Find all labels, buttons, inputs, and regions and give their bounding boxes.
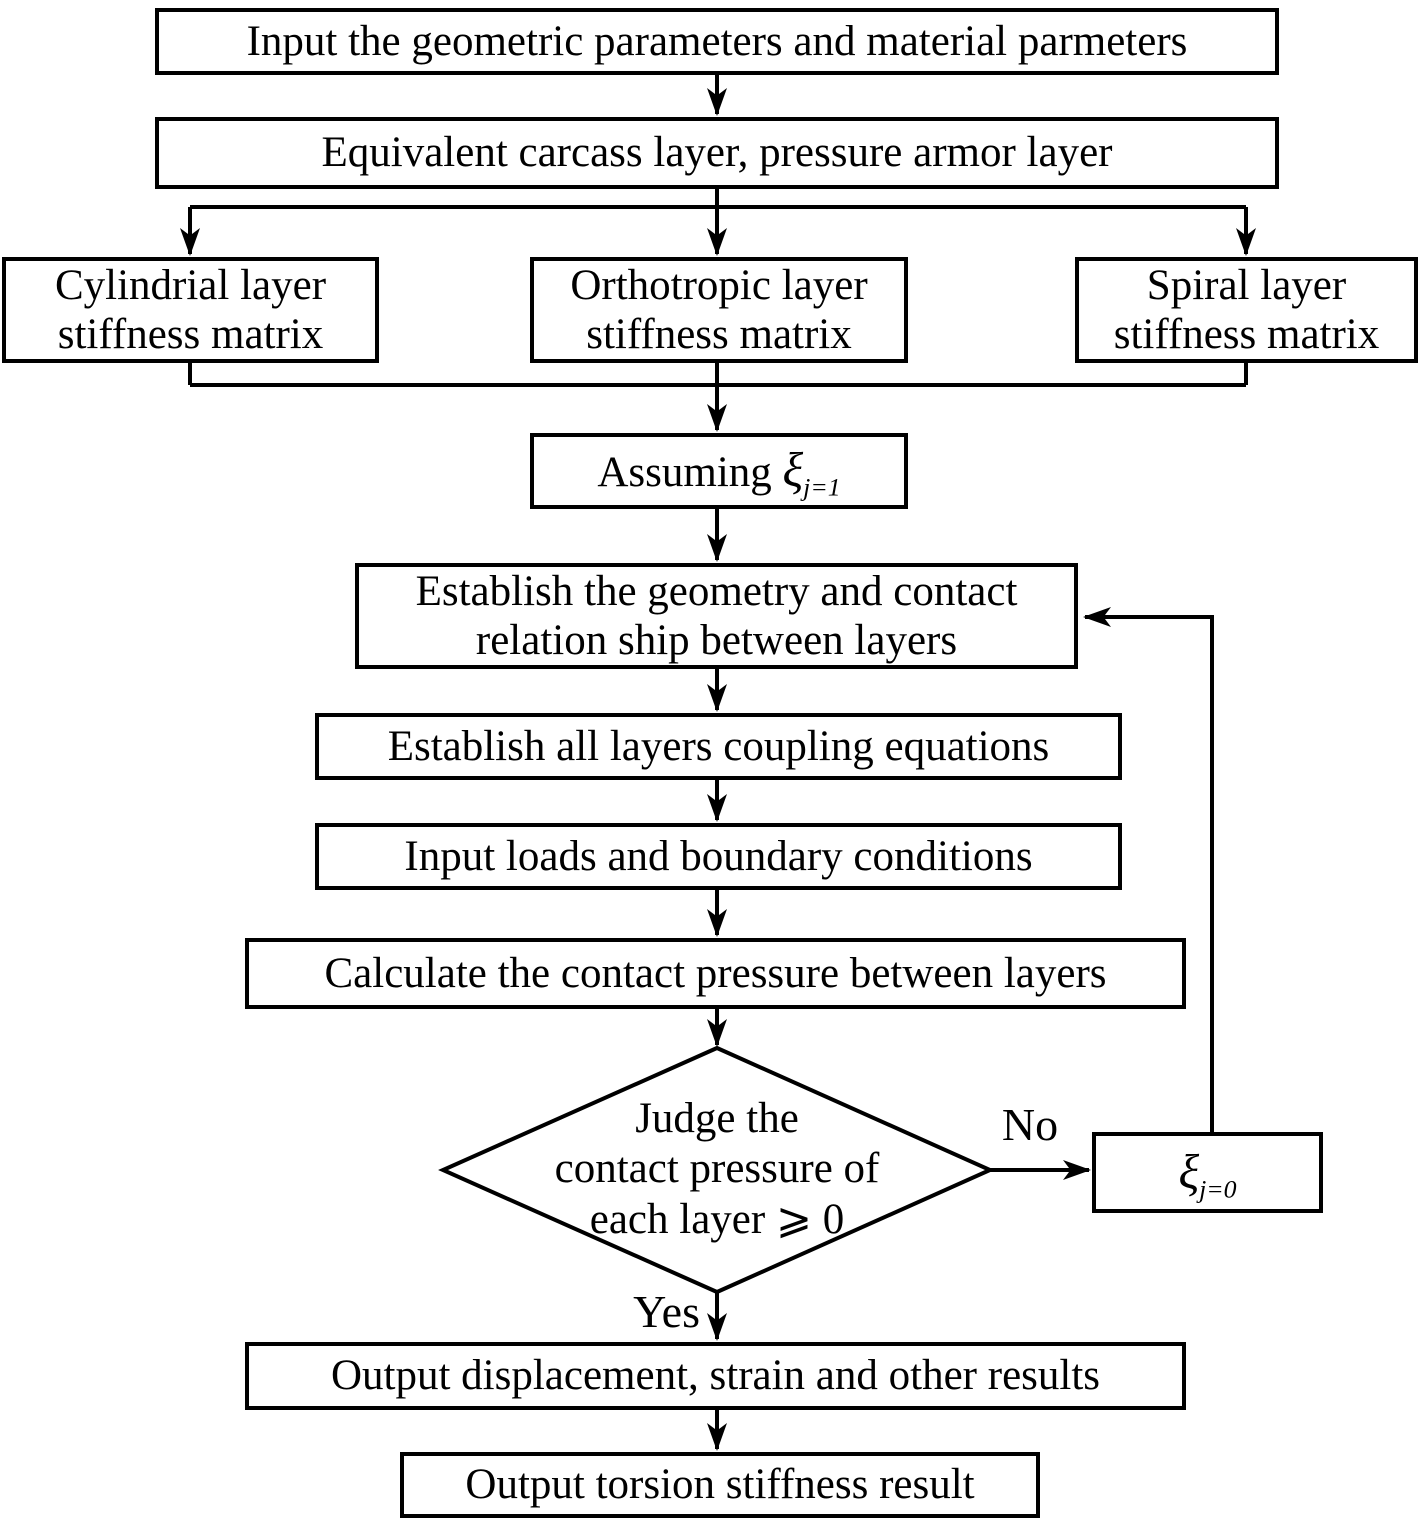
node-input-loads-label: Input loads and boundary conditions (404, 832, 1033, 880)
node-output-torsion: Output torsion stiffness result (400, 1452, 1040, 1518)
node-xi-zero-label: ξj=0 (1178, 1145, 1237, 1204)
node-output-displacement-label: Output displacement, strain and other re… (330, 1352, 1101, 1400)
node-spiral-stiffness-label: Spiral layer stiffness matrix (1114, 261, 1380, 360)
feedback-arrow-to-establish-geometry (1083, 607, 1214, 1132)
node-xi-zero: ξj=0 (1092, 1132, 1323, 1213)
node-establish-geometry: Establish the geometry and contact relat… (355, 563, 1078, 669)
node-establish-coupling: Establish all layers coupling equations (315, 713, 1122, 780)
judge-line3: each layer ⩾ 0 (589, 1195, 845, 1243)
node-calculate-pressure-label: Calculate the contact pressure between l… (324, 949, 1107, 997)
node-output-displacement: Output displacement, strain and other re… (245, 1342, 1186, 1410)
spiral-line1: Spiral layer (1146, 261, 1347, 309)
xi-symbol: ξ (782, 444, 804, 498)
judge-line1: Judge the (635, 1095, 799, 1142)
node-assuming-xi-label: Assuming ξj=1 (597, 443, 840, 500)
node-spiral-stiffness: Spiral layer stiffness matrix (1075, 257, 1418, 363)
cylindrical-line2: stiffness matrix (57, 311, 324, 358)
node-cylindrical-stiffness-label: Cylindrial layer stiffness matrix (55, 261, 326, 360)
establish-geometry-line2: relation ship between layers (475, 617, 958, 664)
node-input-loads: Input loads and boundary conditions (315, 823, 1122, 890)
assuming-prefix: Assuming (597, 449, 783, 497)
node-input-parameters: Input the geometric parameters and mater… (155, 8, 1279, 75)
label-no: No (1001, 1099, 1059, 1150)
node-output-torsion-label: Output torsion stiffness result (465, 1461, 975, 1509)
judge-line2: contact pressure of (554, 1145, 880, 1193)
node-cylindrical-stiffness: Cylindrial layer stiffness matrix (2, 257, 379, 363)
node-assuming-xi: Assuming ξj=1 (530, 433, 908, 509)
node-equivalent-layers: Equivalent carcass layer, pressure armor… (155, 117, 1279, 189)
xi-subscript-j0: j=0 (1199, 1174, 1237, 1204)
node-calculate-pressure: Calculate the contact pressure between l… (245, 938, 1186, 1009)
node-establish-geometry-label: Establish the geometry and contact relat… (416, 567, 1018, 666)
node-orthotropic-stiffness-label: Orthotropic layer stiffness matrix (570, 261, 867, 360)
node-establish-coupling-label: Establish all layers coupling equations (387, 722, 1050, 770)
orthotropic-line2: stiffness matrix (586, 311, 852, 358)
node-input-parameters-label: Input the geometric parameters and mater… (246, 17, 1188, 65)
cylindrical-line1: Cylindrial layer (54, 261, 327, 309)
xi-zero-symbol: ξ (1178, 1145, 1200, 1199)
label-yes: Yes (633, 1286, 700, 1337)
node-equivalent-layers-label: Equivalent carcass layer, pressure armor… (321, 129, 1113, 177)
establish-geometry-line1: Establish the geometry and contact (415, 567, 1018, 615)
node-orthotropic-stiffness: Orthotropic layer stiffness matrix (530, 257, 908, 363)
orthotropic-line1: Orthotropic layer (570, 261, 868, 309)
spiral-line2: stiffness matrix (1113, 311, 1380, 358)
judge-diamond-label: Judge the contact pressure of each layer… (443, 1094, 991, 1245)
xi-subscript-j1: j=1 (803, 472, 841, 502)
